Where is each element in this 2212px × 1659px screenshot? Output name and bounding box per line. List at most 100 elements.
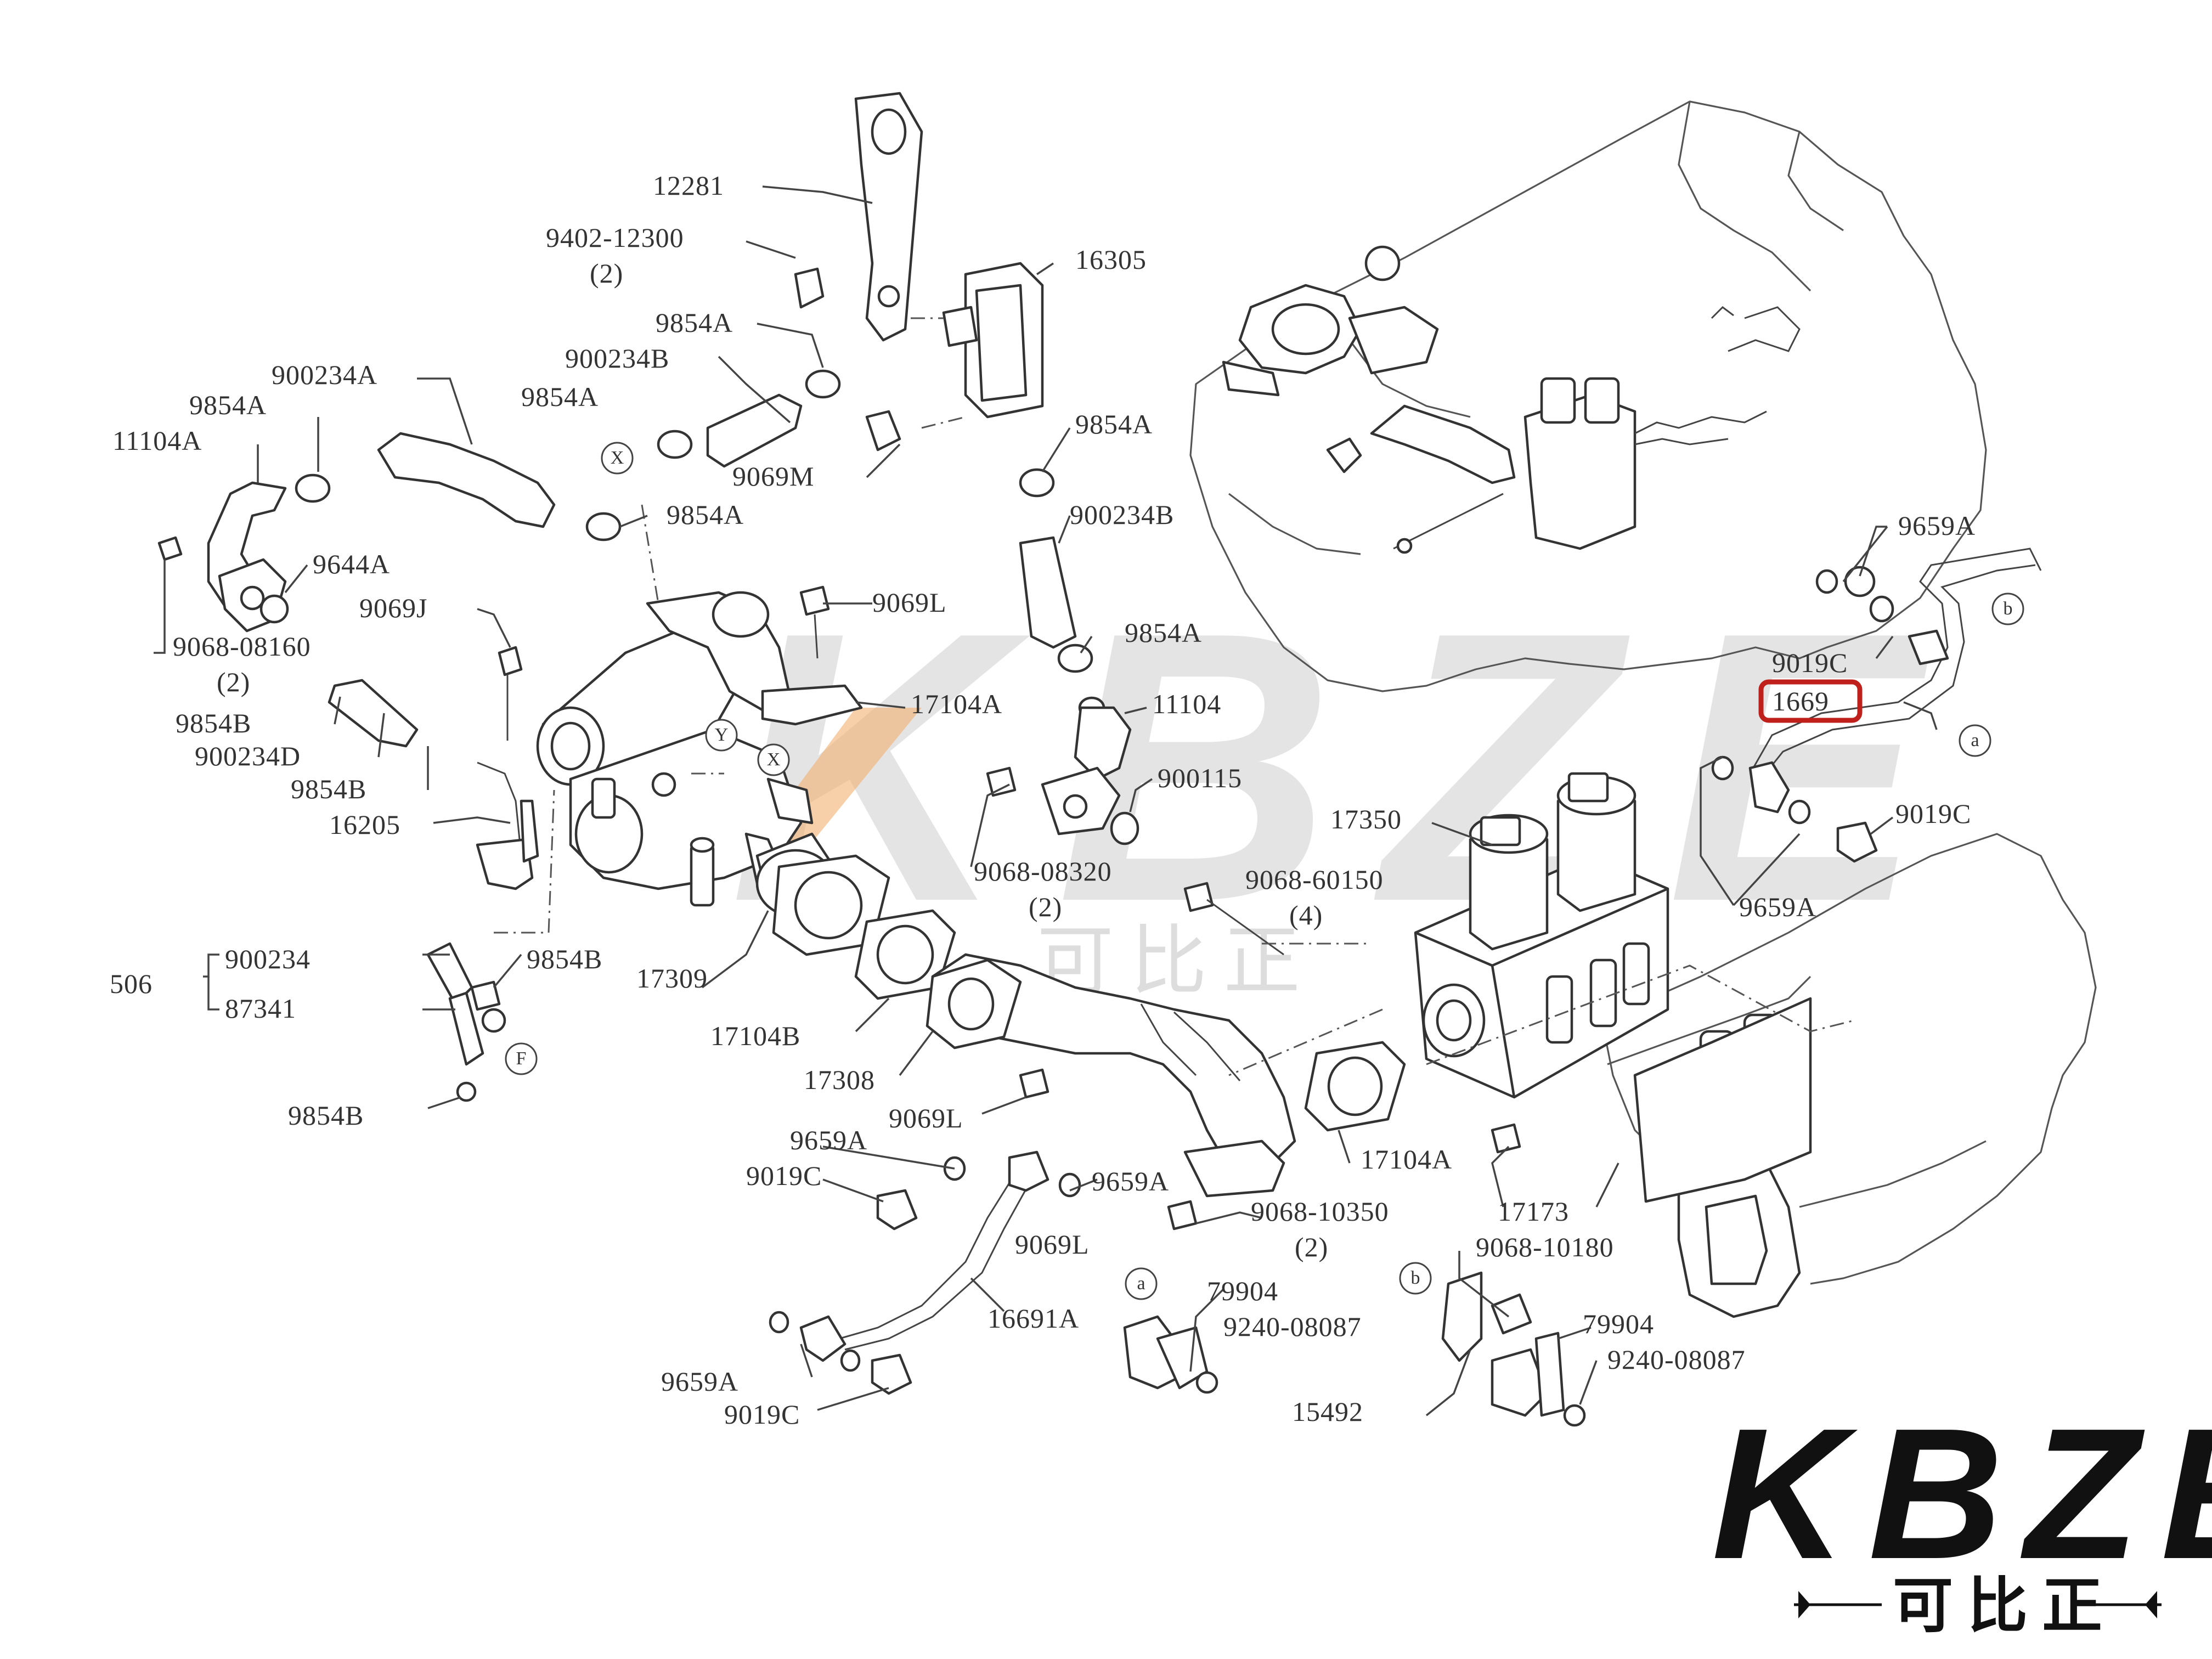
svg-text:b: b xyxy=(1411,1268,1420,1288)
label-9854B-a: 9854B xyxy=(176,708,251,738)
label-9240-08087-a: 9240-08087 xyxy=(1223,1311,1362,1342)
svg-text:b: b xyxy=(2004,599,2013,619)
svg-text:a: a xyxy=(1137,1273,1145,1294)
label-9019C-b: 9019C xyxy=(1895,798,1971,829)
label-9069L-a: 9069L xyxy=(872,587,947,618)
label-506: 506 xyxy=(110,968,153,999)
hoses-clamps xyxy=(207,92,1139,1102)
label-9068-08160: 9068-08160 xyxy=(173,631,311,662)
label-9068-60150: 9068-60150 xyxy=(1245,864,1384,895)
reference-markers: X X Y F a b a b xyxy=(505,442,2024,1300)
label-9069M: 9069M xyxy=(732,461,814,492)
label-87341: 87341 xyxy=(225,993,296,1024)
svg-text:Y: Y xyxy=(715,725,729,745)
egr-cooler-left xyxy=(536,591,836,923)
label-9659A-d: 9659A xyxy=(1092,1166,1169,1197)
label-9644A: 9644A xyxy=(313,549,390,579)
label-9854A-c: 9854A xyxy=(189,390,267,420)
engine-block-lower xyxy=(1601,833,2097,1318)
svg-text:a: a xyxy=(1971,730,1979,751)
label-900234D: 900234D xyxy=(195,741,301,771)
logo-subtitle: 可比正 xyxy=(1893,1571,2117,1641)
ref-marker-b-1: b xyxy=(1991,592,2024,625)
label-900115: 900115 xyxy=(1158,763,1242,793)
label-9659A-e: 9659A xyxy=(661,1366,738,1397)
label-900234B-b: 900234B xyxy=(1070,499,1174,530)
logo-text: KBZE xyxy=(1712,1390,2212,1598)
label-9068-10180: 9068-10180 xyxy=(1476,1232,1614,1262)
label-17350: 17350 xyxy=(1330,804,1402,834)
ref-marker-x-1: X xyxy=(601,442,634,475)
label-17309: 17309 xyxy=(636,963,708,994)
label-15492: 15492 xyxy=(1292,1396,1363,1427)
label-9854A-d: 9854A xyxy=(1075,409,1153,439)
egr-pipe-center xyxy=(926,953,1296,1198)
label-9402-12300-qty: (2) xyxy=(590,258,623,289)
ref-marker-x-2: X xyxy=(757,743,790,776)
kbze-logo: KBZE 可比正 xyxy=(1712,1390,2212,1641)
label-17173: 17173 xyxy=(1498,1196,1569,1227)
label-17104A-a: 17104A xyxy=(911,689,1002,719)
label-17104A-b: 17104A xyxy=(1361,1144,1452,1175)
label-11104A: 11104A xyxy=(112,425,202,456)
bolts xyxy=(157,267,1521,1231)
label-9068-10350: 9068-10350 xyxy=(1251,1196,1389,1227)
part-labels: 12281 9402-12300 (2) 16305 9854A 900234B… xyxy=(110,170,1976,1430)
label-9854A-b: 9854A xyxy=(521,381,599,412)
svg-text:F: F xyxy=(516,1048,527,1069)
label-9068-08320-qty: (2) xyxy=(1029,891,1062,922)
label-9068-10350-qty: (2) xyxy=(1295,1232,1328,1262)
ref-marker-b-2: b xyxy=(1399,1262,1432,1295)
label-9069J: 9069J xyxy=(359,592,427,623)
label-9854A-a: 9854A xyxy=(656,307,733,338)
label-9854A-f: 9854A xyxy=(1125,617,1202,648)
label-16691A: 16691A xyxy=(988,1303,1079,1334)
highlight-1669: 1669 xyxy=(1758,679,1863,723)
label-11104: 11104 xyxy=(1152,689,1221,719)
egr-valve-17350 xyxy=(1414,772,1669,1099)
ref-marker-a-2: a xyxy=(1125,1267,1158,1300)
label-16205: 16205 xyxy=(329,809,400,840)
label-9019C-d: 9019C xyxy=(724,1399,800,1430)
label-9854B-b: 9854B xyxy=(291,774,366,804)
label-9019C-a: 9019C xyxy=(1772,647,1848,678)
ref-marker-a-1: a xyxy=(1959,724,1991,757)
upper-egr-assembly xyxy=(1222,245,1801,554)
label-900234B-a: 900234B xyxy=(565,343,669,374)
label-9068-08320: 9068-08320 xyxy=(974,856,1112,887)
label-79904-a: 79904 xyxy=(1207,1276,1278,1306)
gaskets xyxy=(761,684,1406,1132)
engine-block-upper xyxy=(1189,100,1987,692)
label-9069L-c: 9069L xyxy=(1015,1229,1090,1260)
label-9019C-c: 9019C xyxy=(746,1160,822,1191)
label-17308: 17308 xyxy=(804,1064,875,1095)
label-79904-b: 79904 xyxy=(1583,1308,1654,1339)
label-9659A-a: 9659A xyxy=(1898,510,1976,541)
label-12281: 12281 xyxy=(653,170,724,201)
brackets-bottom xyxy=(1123,1271,1586,1427)
coolant-pipe-16691A xyxy=(769,1150,1081,1395)
leader-lines xyxy=(154,185,1938,1417)
label-9854B-c: 9854B xyxy=(527,944,602,974)
ref-marker-f: F xyxy=(505,1042,538,1075)
svg-text:X: X xyxy=(767,749,781,770)
label-9854A-e: 9854A xyxy=(667,499,744,530)
coolant-pipe-1669 xyxy=(1711,548,2042,863)
label-9240-08087-b: 9240-08087 xyxy=(1607,1344,1746,1375)
label-9402-12300: 9402-12300 xyxy=(546,222,684,253)
label-9659A-c: 9659A xyxy=(790,1125,867,1155)
label-17104B: 17104B xyxy=(710,1020,800,1051)
label-9659A-b: 9659A xyxy=(1739,891,1816,922)
svg-text:X: X xyxy=(611,448,624,468)
dash-guides xyxy=(494,317,1855,1076)
label-16305: 16305 xyxy=(1075,244,1147,275)
label-900234A: 900234A xyxy=(272,359,377,390)
label-900234: 900234 xyxy=(225,944,311,974)
label-1669: 1669 xyxy=(1772,686,1829,716)
ref-marker-y: Y xyxy=(705,719,738,752)
label-9068-60150-qty: (4) xyxy=(1289,900,1323,930)
label-9068-08160-qty: (2) xyxy=(217,667,250,697)
label-9854B-d: 9854B xyxy=(288,1100,364,1131)
label-9069L-b: 9069L xyxy=(889,1103,963,1133)
